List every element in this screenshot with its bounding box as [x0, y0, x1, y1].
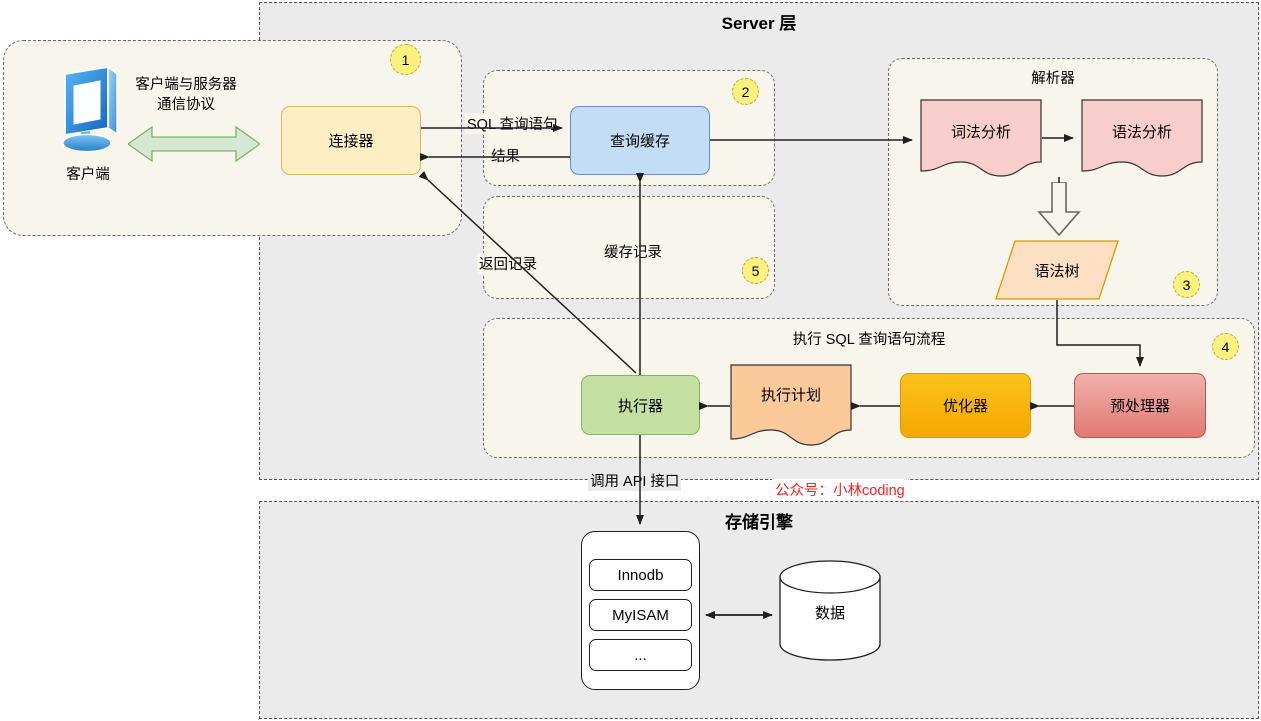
syntax-tree-node[interactable]: 语法树: [995, 240, 1119, 300]
sql-query-label: SQL 查询语句: [465, 113, 560, 134]
badge-2: 2: [732, 78, 759, 105]
call-api-label: 调用 API 接口: [588, 470, 682, 491]
badge-5: 5: [742, 257, 769, 284]
preprocessor-node[interactable]: 预处理器: [1074, 373, 1206, 438]
storage-layer-container: [259, 501, 1259, 719]
innodb-node[interactable]: Innodb: [589, 559, 692, 591]
connector-node[interactable]: 连接器: [281, 106, 421, 175]
watermark-label: 公众号：小林coding: [772, 479, 908, 500]
parser-block-arrow-icon: [1037, 182, 1081, 236]
badge-1: 1: [390, 44, 421, 75]
exec-flow-group-title: 执行 SQL 查询语句流程: [792, 332, 946, 348]
lexical-analysis-label: 词法分析: [950, 124, 1011, 141]
optimizer-node[interactable]: 优化器: [900, 373, 1031, 438]
client-monitor-icon: [45, 62, 131, 152]
data-cylinder-label: 数据: [814, 605, 845, 622]
data-cylinder: 数据: [779, 560, 881, 661]
badge-4: 4: [1212, 333, 1239, 360]
execution-plan-node[interactable]: 执行计划: [730, 364, 852, 446]
result-label: 结果: [489, 145, 522, 166]
execution-plan-label: 执行计划: [760, 387, 821, 404]
syntax-analysis-node[interactable]: 语法分析: [1081, 99, 1203, 177]
executor-node[interactable]: 执行器: [581, 375, 700, 435]
cache-record-label: 缓存记录: [602, 241, 664, 262]
protocol-label-line2: 通信协议: [157, 96, 215, 113]
other-engine-node[interactable]: ...: [589, 639, 692, 671]
return-record-label: 返回记录: [477, 253, 539, 274]
myisam-node[interactable]: MyISAM: [589, 599, 692, 631]
lexical-analysis-node[interactable]: 词法分析: [920, 99, 1042, 177]
protocol-label: 客户端与服务器 通信协议: [120, 76, 252, 115]
syntax-tree-label: 语法树: [1034, 263, 1080, 280]
client-label: 客户端: [38, 163, 138, 184]
parser-group-title: 解析器: [1031, 71, 1075, 87]
syntax-analysis-label: 语法分析: [1111, 124, 1172, 141]
protocol-double-arrow: [128, 124, 260, 164]
storage-layer-title: 存储引擎: [725, 513, 793, 532]
query-cache-node[interactable]: 查询缓存: [570, 106, 710, 175]
badge-3: 3: [1173, 271, 1200, 298]
protocol-label-line1: 客户端与服务器: [135, 77, 237, 93]
server-layer-title: Server 层: [721, 14, 797, 33]
